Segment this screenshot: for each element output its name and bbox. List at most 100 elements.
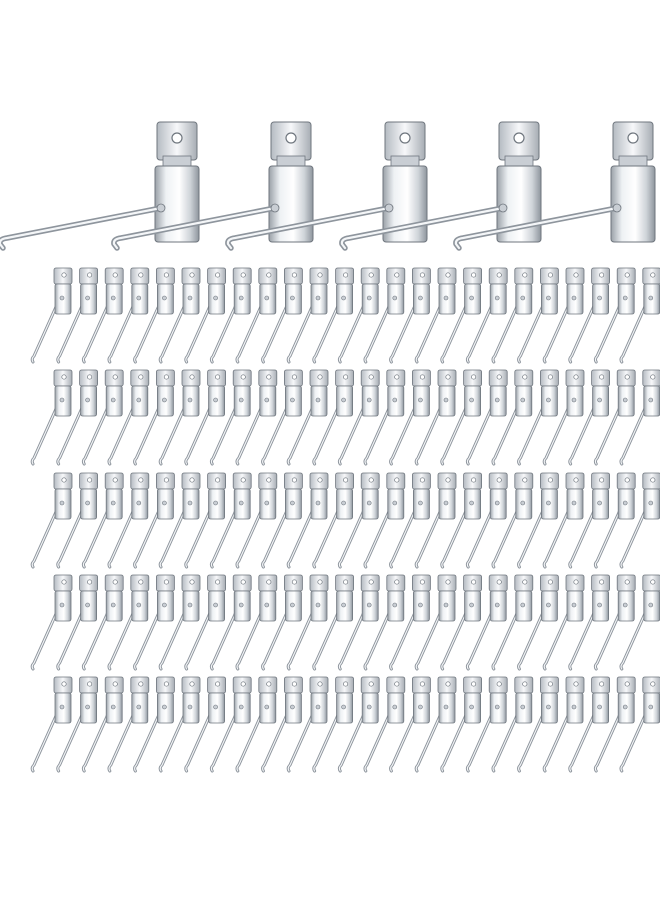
slatwall-hook [158, 574, 201, 671]
slatwall-hook [184, 472, 227, 569]
slatwall-hook [56, 574, 98, 671]
slatwall-hook [235, 267, 278, 364]
slatwall-hook [619, 574, 660, 671]
slatwall-hook [312, 472, 355, 569]
hooks-grid [30, 267, 660, 773]
slatwall-hook [363, 472, 406, 569]
slatwall-hook [209, 676, 252, 773]
slatwall-hook [261, 267, 303, 364]
slatwall-hook [593, 369, 636, 466]
slatwall-hook [158, 472, 201, 569]
slatwall-hook [542, 369, 585, 466]
hook-row [30, 574, 660, 671]
slatwall-hook [389, 574, 431, 671]
slatwall-hook [184, 267, 227, 364]
slatwall-hook [81, 369, 124, 466]
slatwall-hook [337, 676, 380, 773]
slatwall-hook [286, 369, 329, 466]
slatwall-hook [568, 574, 610, 671]
slatwall-hook [363, 574, 406, 671]
slatwall-hook [158, 267, 201, 364]
hook-row [30, 472, 660, 569]
featured-hook [453, 121, 656, 251]
slatwall-hook [81, 574, 124, 671]
slatwall-hook [337, 267, 380, 364]
slatwall-hook [542, 267, 585, 364]
slatwall-hook [389, 676, 431, 773]
slatwall-hook [337, 472, 380, 569]
slatwall-hook [593, 267, 636, 364]
slatwall-hook [56, 369, 98, 466]
slatwall-hook [30, 267, 73, 364]
slatwall-hook [389, 369, 431, 466]
slatwall-hook [235, 369, 278, 466]
slatwall-hook [593, 574, 636, 671]
slatwall-hook [440, 267, 483, 364]
slatwall-hook [568, 267, 610, 364]
slatwall-hook [133, 472, 175, 569]
slatwall-hook [568, 676, 610, 773]
slatwall-hook [81, 267, 124, 364]
slatwall-hook [440, 472, 483, 569]
slatwall-hook [440, 369, 483, 466]
slatwall-hook [107, 574, 150, 671]
slatwall-hook [158, 676, 201, 773]
slatwall-hook [81, 472, 124, 569]
slatwall-hook [56, 472, 98, 569]
slatwall-hook [312, 676, 355, 773]
slatwall-hook [414, 472, 457, 569]
slatwall-hook [312, 369, 355, 466]
slatwall-hook [363, 676, 406, 773]
slatwall-hook [465, 676, 508, 773]
slatwall-hook [593, 472, 636, 569]
slatwall-hook [363, 267, 406, 364]
slatwall-hook [491, 267, 534, 364]
slatwall-hook [235, 574, 278, 671]
slatwall-hook [465, 267, 508, 364]
slatwall-hook [491, 472, 534, 569]
slatwall-hook [209, 472, 252, 569]
slatwall-hook [235, 676, 278, 773]
slatwall-hook [619, 676, 660, 773]
slatwall-hook [286, 676, 329, 773]
slatwall-hook [542, 574, 585, 671]
slatwall-hook [209, 369, 252, 466]
slatwall-hook [440, 676, 483, 773]
slatwall-hook [619, 472, 660, 569]
slatwall-hook [465, 369, 508, 466]
slatwall-hook [568, 472, 610, 569]
slatwall-hook [133, 676, 175, 773]
slatwall-hook [414, 267, 457, 364]
slatwall-hook [312, 574, 355, 671]
slatwall-hook [209, 574, 252, 671]
slatwall-hook [209, 267, 252, 364]
slatwall-hook [158, 369, 201, 466]
slatwall-hook [517, 267, 559, 364]
slatwall-hook [337, 369, 380, 466]
slatwall-hook [133, 574, 175, 671]
slatwall-hook [261, 472, 303, 569]
slatwall-hook [30, 676, 73, 773]
slatwall-hook [389, 472, 431, 569]
slatwall-hook [133, 369, 175, 466]
slatwall-hook [517, 369, 559, 466]
slatwall-hook [414, 574, 457, 671]
slatwall-hook [286, 472, 329, 569]
hook-row [30, 267, 660, 364]
slatwall-hook [619, 267, 660, 364]
slatwall-hook [363, 369, 406, 466]
hook-row [30, 676, 660, 773]
slatwall-hook [184, 574, 227, 671]
slatwall-hook [465, 574, 508, 671]
slatwall-hook [619, 369, 660, 466]
slatwall-hook [312, 267, 355, 364]
slatwall-hook [30, 574, 73, 671]
slatwall-hook [107, 369, 150, 466]
slatwall-hook [107, 267, 150, 364]
slatwall-hook [491, 676, 534, 773]
slatwall-hook [30, 369, 73, 466]
slatwall-hook [414, 369, 457, 466]
slatwall-hook [56, 676, 98, 773]
